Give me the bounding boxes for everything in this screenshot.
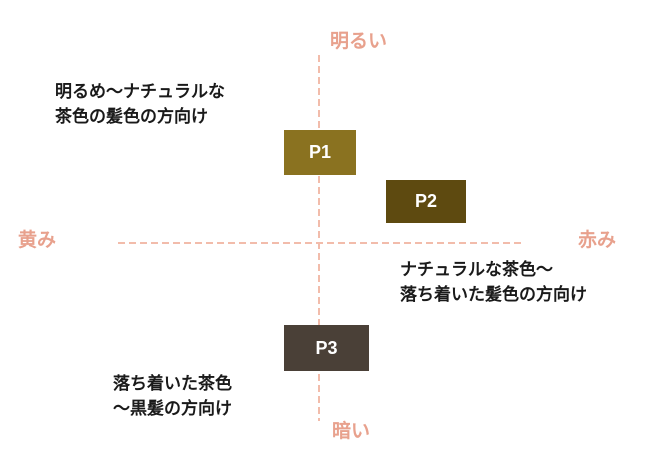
annotation-natural-to-calm-brown: ナチュラルな茶色～ 落ち着いた髪色の方向け <box>400 260 587 304</box>
axis-label-bright: 明るい <box>330 31 388 52</box>
vertical-axis-line <box>318 55 320 421</box>
box-p1-label: P1 <box>308 142 332 162</box>
axis-label-yellowish: 黄み <box>18 230 57 251</box>
box-p3-label: P3 <box>315 337 338 358</box>
annotation-bright-natural-brown: 明るめ～ナチュラルな 茶色の髪色の方向け <box>55 82 225 126</box>
box-p3: P3 <box>284 325 369 371</box>
axis-label-reddish: 赤み <box>578 230 617 251</box>
box-p2-label: P2 <box>414 191 438 211</box>
box-p2: P2 <box>386 180 466 223</box>
box-p1: P1 <box>284 130 356 175</box>
annotation-calm-brown-to-black: 落ち着いた茶色 ～黒髪の方向け <box>113 374 232 418</box>
horizontal-axis-line <box>118 242 522 244</box>
axis-label-dark: 暗い <box>332 421 371 442</box>
